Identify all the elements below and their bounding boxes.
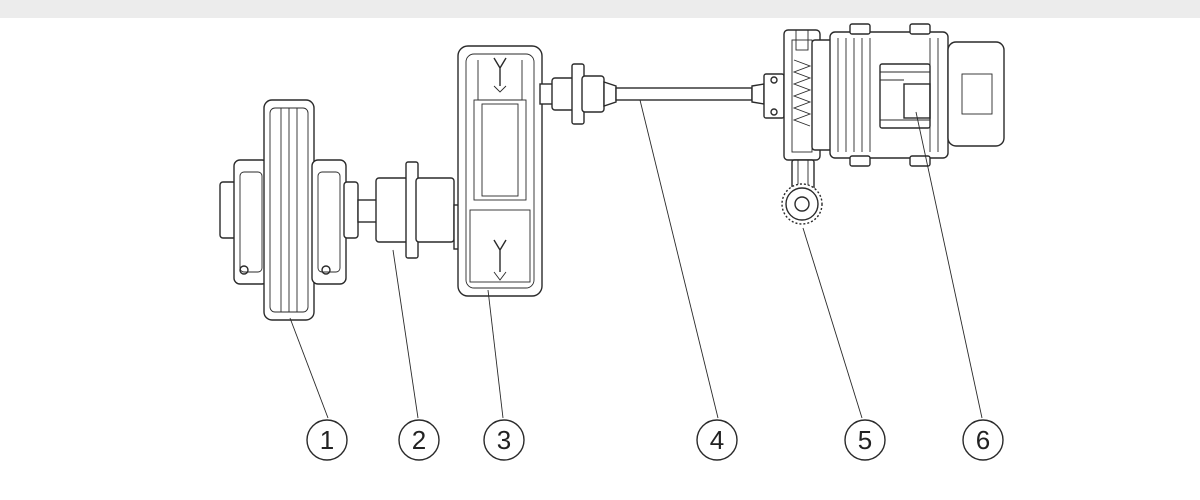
callout-1: 1	[306, 419, 348, 461]
leader-lines	[289, 99, 983, 419]
part-3-gearbox	[453, 45, 555, 297]
part-2-coupling	[357, 161, 455, 259]
callout-3-label: 3	[497, 425, 511, 455]
scan-band	[0, 0, 1200, 18]
callout-2: 2	[398, 419, 440, 461]
callout-6: 6	[962, 419, 1004, 461]
callout-4-label: 4	[710, 425, 724, 455]
callout-1-label: 1	[320, 425, 334, 455]
part-5-brake	[763, 29, 823, 225]
part-1-wheel-assembly	[219, 99, 359, 321]
callout-6-label: 6	[976, 425, 990, 455]
callout-5: 5	[844, 419, 886, 461]
callout-3: 3	[483, 419, 525, 461]
part-6-motor	[811, 23, 1005, 167]
part-4-drive-shaft	[551, 63, 765, 125]
callout-2-label: 2	[412, 425, 426, 455]
callout-5-label: 5	[858, 425, 872, 455]
callout-4: 4	[696, 419, 738, 461]
